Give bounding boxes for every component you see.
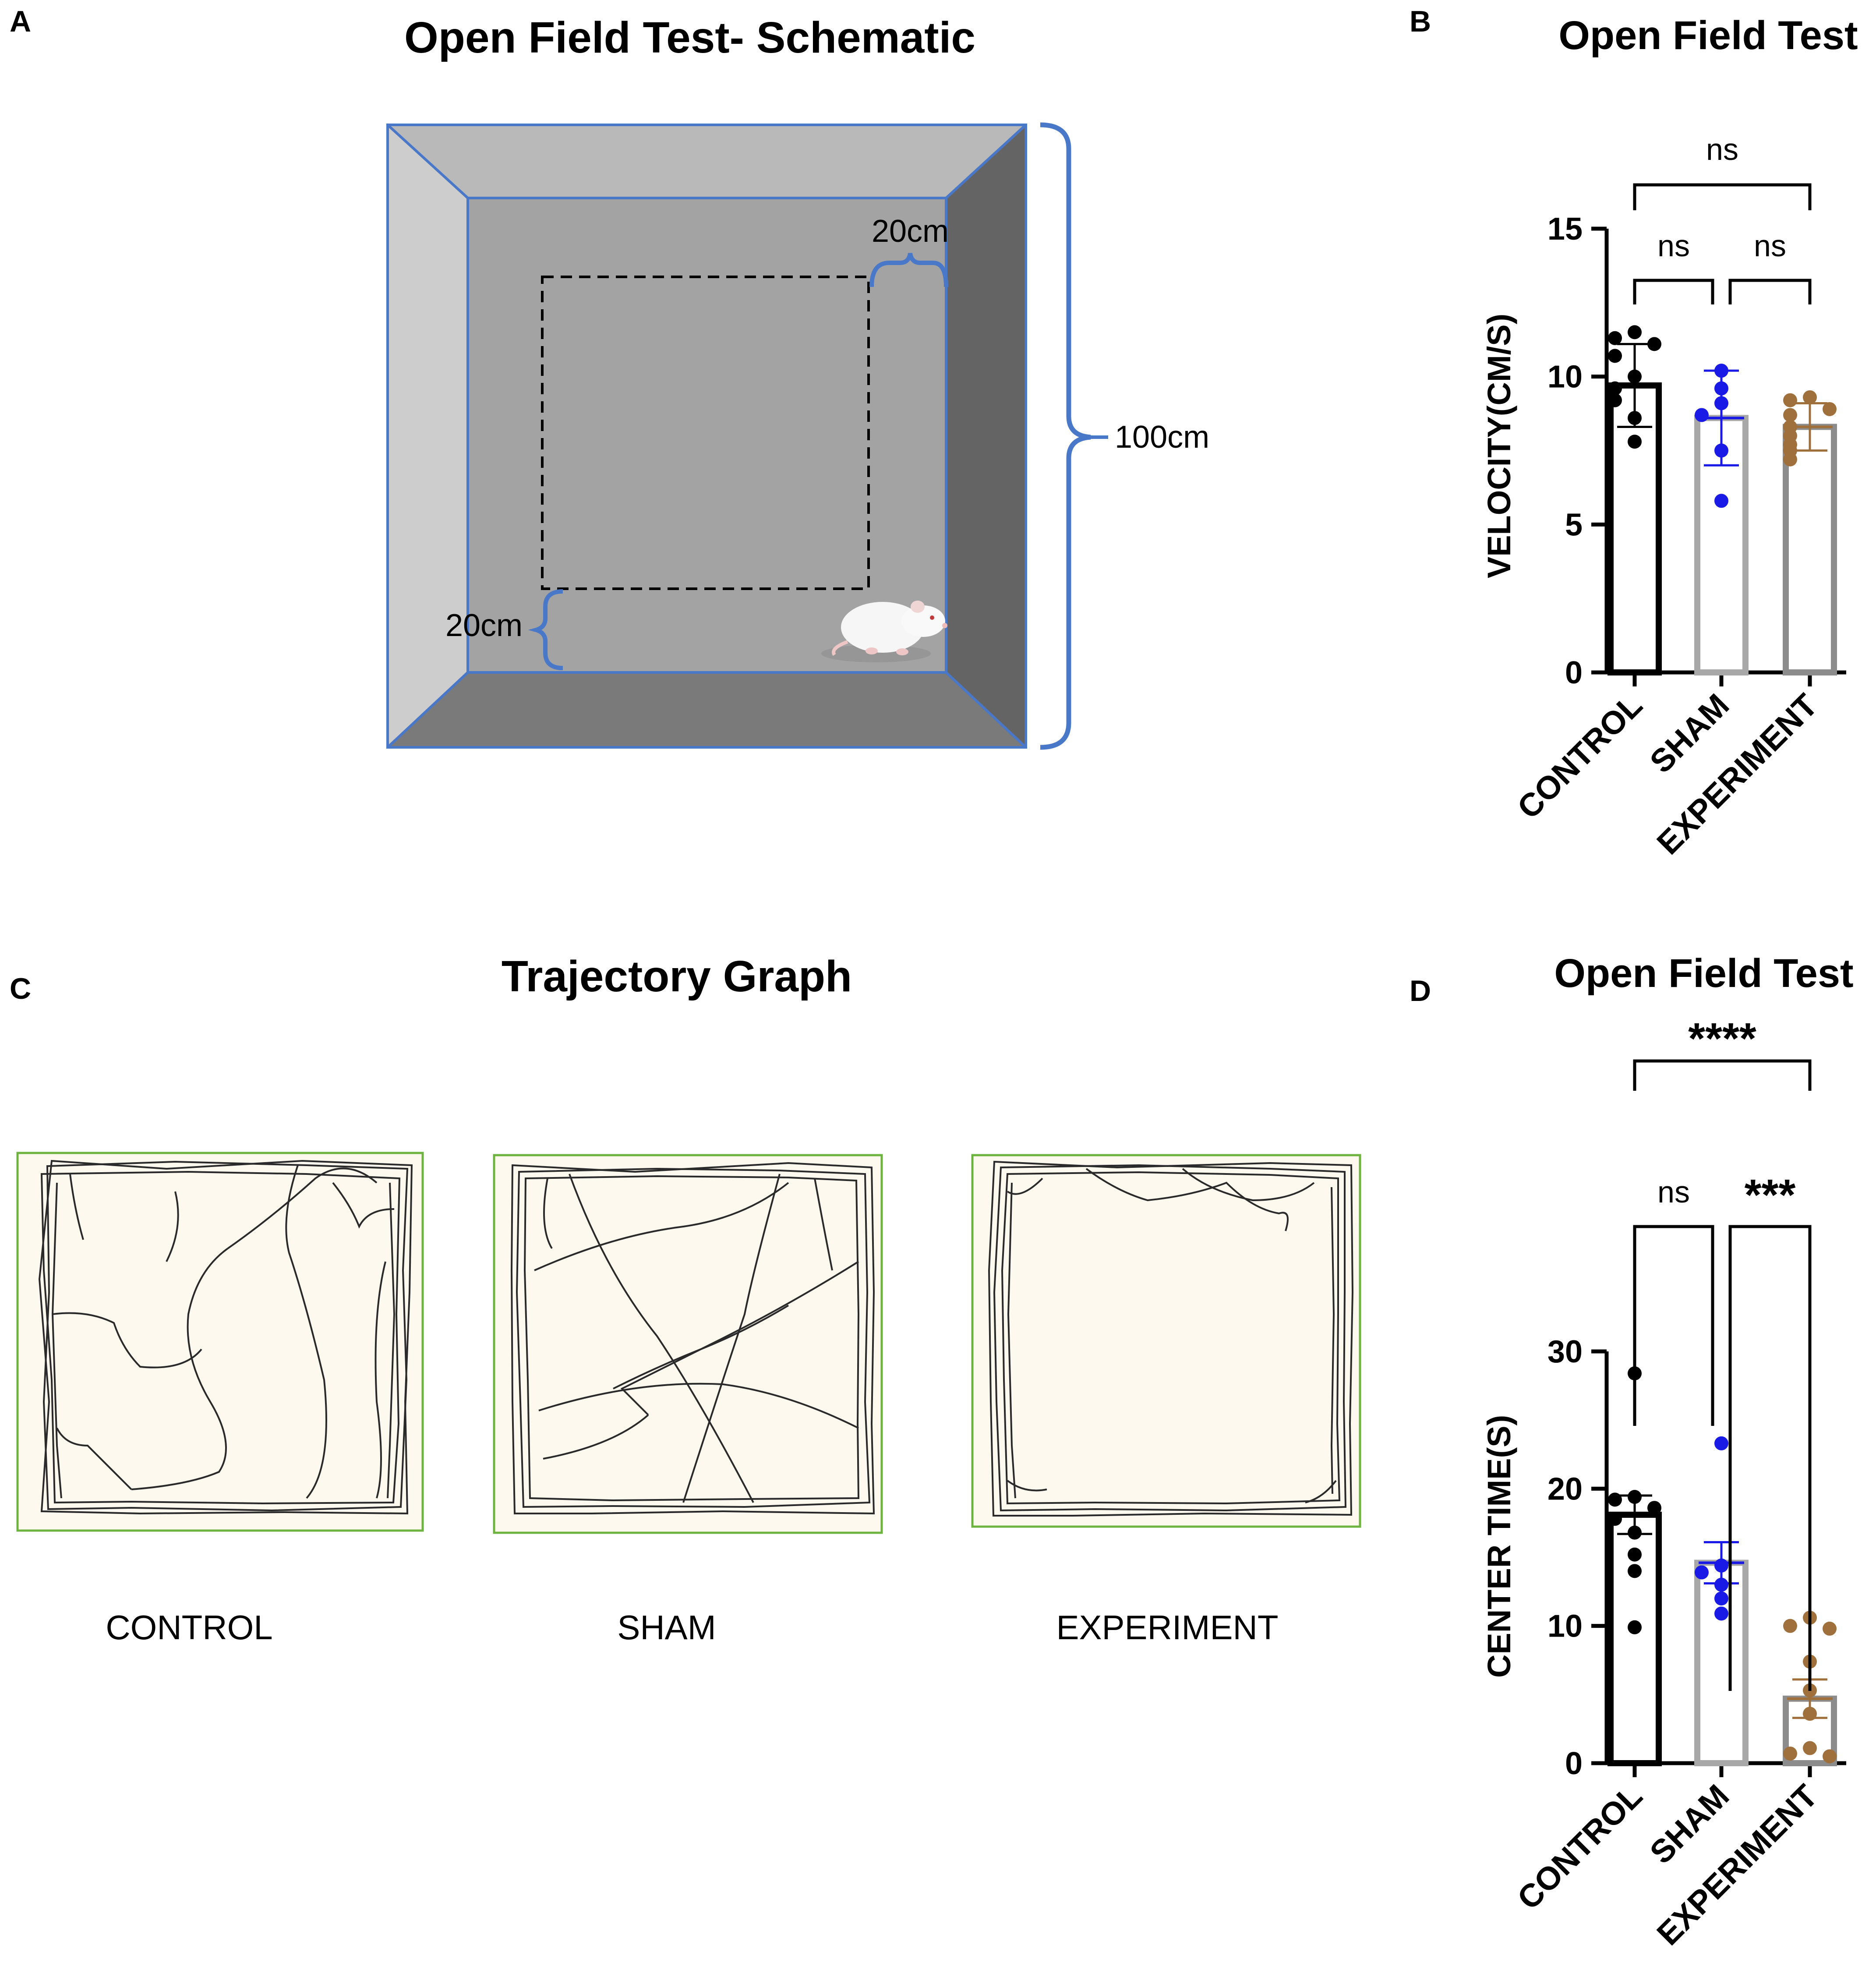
data-point-control — [1647, 1501, 1661, 1515]
open-field-schematic: 20cm 20cm 100cm — [386, 122, 1209, 750]
y-tick-label: 15 — [1547, 212, 1583, 247]
data-point-sham — [1695, 1565, 1709, 1580]
data-point-experiment — [1823, 1749, 1837, 1764]
panel-b-ylabel: VELOCITY(CM/S) — [1481, 314, 1517, 578]
significance-bracket — [1633, 183, 1812, 210]
schematic-center-zone — [541, 276, 870, 590]
significance-bracket — [1728, 1225, 1812, 1691]
panel-d-title: Open Field Test — [1554, 951, 1853, 996]
data-point-sham — [1714, 364, 1728, 378]
schematic-bottom-wall — [388, 672, 1026, 747]
schematic-right-wall — [946, 125, 1026, 747]
data-point-sham — [1714, 381, 1728, 396]
schematic-outline — [386, 124, 1027, 749]
data-point-control — [1628, 1620, 1642, 1634]
data-point-control — [1628, 369, 1642, 384]
schematic-top-bracket — [869, 253, 948, 287]
bar-control — [1607, 382, 1662, 675]
data-point-control — [1628, 1525, 1642, 1540]
trajectory-label-sham: SHAM — [617, 1608, 716, 1647]
data-point-control — [1628, 1490, 1642, 1504]
panel-b-title: Open Field Test — [1558, 13, 1858, 58]
data-point-experiment — [1783, 393, 1797, 407]
data-point-experiment — [1803, 390, 1817, 404]
data-point-sham — [1714, 1436, 1728, 1450]
schematic-outer-dimension: 100cm — [1115, 420, 1209, 455]
schematic-top-dimension: 20cm — [872, 214, 949, 249]
y-tick-label: 30 — [1547, 1334, 1583, 1369]
rat-icon — [821, 601, 947, 662]
data-point-control — [1628, 411, 1642, 425]
trajectory-arena-experiment: EXPERIMENT — [971, 1154, 1361, 1647]
data-point-experiment — [1783, 408, 1797, 422]
data-point-sham — [1714, 494, 1728, 508]
schematic-left-bracket — [528, 589, 563, 670]
schematic-left-dimension: 20cm — [445, 608, 523, 643]
data-point-control — [1608, 349, 1622, 363]
y-tick-label: 10 — [1547, 360, 1583, 395]
data-point-sham — [1714, 1606, 1728, 1621]
data-point-sham — [1714, 396, 1728, 410]
panel-b-letter: B — [1410, 5, 1431, 38]
data-point-experiment — [1803, 1707, 1817, 1721]
trajectory-label-control: CONTROL — [106, 1608, 272, 1647]
panel-c: C Trajectory Graph CONTROL — [10, 952, 1361, 1647]
data-point-sham — [1695, 408, 1709, 422]
data-point-experiment — [1783, 452, 1797, 467]
panel-c-letter: C — [10, 972, 31, 1005]
data-point-experiment — [1783, 1747, 1797, 1761]
panel-a-letter: A — [10, 5, 31, 38]
significance-label: ns — [1657, 1175, 1690, 1209]
data-point-control — [1608, 393, 1622, 407]
data-point-sham — [1714, 443, 1728, 458]
panel-a: A Open Field Test- Schematic 20c — [10, 5, 1209, 750]
data-point-control — [1608, 1512, 1622, 1526]
data-point-control — [1647, 337, 1661, 351]
data-point-sham — [1714, 1591, 1728, 1605]
significance-label: *** — [1745, 1170, 1796, 1220]
schematic-left-wall — [388, 125, 468, 747]
schematic-top-wall — [388, 125, 1026, 198]
significance-label: ns — [1754, 229, 1786, 263]
significance-label: **** — [1688, 1014, 1756, 1063]
y-tick-label: 10 — [1547, 1609, 1583, 1644]
significance-label: ns — [1706, 132, 1738, 166]
panel-c-title: Trajectory Graph — [502, 952, 852, 1001]
data-point-control — [1628, 435, 1642, 449]
data-point-control — [1608, 331, 1622, 345]
significance-bracket — [1633, 1059, 1812, 1091]
y-tick-label: 0 — [1565, 655, 1583, 690]
trajectory-arena-control: CONTROL — [16, 1152, 424, 1647]
trajectory-label-experiment: EXPERIMENT — [1056, 1608, 1278, 1647]
data-point-control — [1628, 1547, 1642, 1562]
data-point-experiment — [1823, 1621, 1837, 1636]
significance-bracket — [1728, 279, 1812, 304]
trajectory-arena-sham: SHAM — [493, 1154, 883, 1647]
data-point-sham — [1714, 1577, 1728, 1592]
data-point-experiment — [1823, 402, 1837, 416]
panel-a-title: Open Field Test- Schematic — [404, 13, 975, 62]
data-point-control — [1628, 325, 1642, 339]
y-tick-label: 0 — [1565, 1746, 1583, 1781]
significance-label: ns — [1657, 229, 1690, 263]
y-tick-label: 5 — [1565, 507, 1583, 542]
data-point-control — [1608, 381, 1622, 396]
significance-bracket — [1633, 1225, 1714, 1426]
panel-d-letter: D — [1410, 974, 1431, 1008]
data-point-control — [1628, 1564, 1642, 1578]
data-point-control — [1608, 1492, 1622, 1507]
data-point-sham — [1714, 1558, 1728, 1573]
data-point-experiment — [1803, 1741, 1817, 1755]
significance-bracket — [1633, 279, 1714, 304]
y-tick-label: 20 — [1547, 1471, 1583, 1506]
panel-d-ylabel: CENTER TIME(S) — [1481, 1415, 1517, 1678]
data-point-experiment — [1783, 1619, 1797, 1633]
